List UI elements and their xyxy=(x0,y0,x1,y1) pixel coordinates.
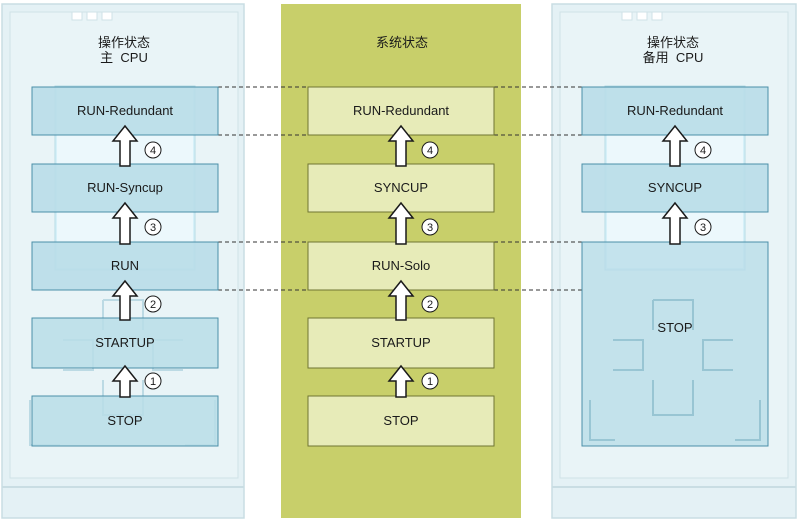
step-number: 1 xyxy=(150,376,156,388)
state-label: RUN-Syncup xyxy=(87,180,163,195)
primary-state-run-redundant: RUN-Redundant xyxy=(31,86,219,136)
backup-dpad-icon xyxy=(589,299,761,441)
step-marker-4: 4 xyxy=(144,141,162,159)
step-number: 4 xyxy=(427,145,433,157)
step-marker-1: 1 xyxy=(421,372,439,390)
dashed-connectors xyxy=(218,86,582,291)
step-marker-3: 3 xyxy=(694,218,712,236)
state-label: SYNCUP xyxy=(648,180,702,195)
step-number: 4 xyxy=(150,145,156,157)
step-marker-3: 3 xyxy=(421,218,439,236)
state-label: RUN-Redundant xyxy=(353,103,449,118)
state-label: RUN xyxy=(111,258,139,273)
step-number: 1 xyxy=(427,376,433,388)
step-marker-3: 3 xyxy=(144,218,162,236)
up-arrow-icon xyxy=(661,124,689,167)
up-arrow-icon xyxy=(387,279,415,321)
up-arrow-icon xyxy=(111,279,139,321)
up-arrow-icon xyxy=(387,124,415,167)
primary-cpu-subtitle: 主 CPU xyxy=(100,50,148,65)
state-label: SYNCUP xyxy=(374,180,428,195)
primary-state-stop: STOP xyxy=(31,395,219,447)
state-label: STOP xyxy=(107,413,142,428)
state-label: STARTUP xyxy=(95,335,154,350)
up-arrow-icon xyxy=(111,124,139,167)
step-number: 2 xyxy=(427,299,433,311)
up-arrow-icon xyxy=(111,201,139,245)
up-arrow-icon xyxy=(661,201,689,245)
backup-cpu-title: 操作状态 xyxy=(647,35,699,50)
backup-cpu-subtitle: 备用 CPU xyxy=(643,50,704,65)
backup-state-stop: STOP xyxy=(581,241,769,447)
up-arrow-icon xyxy=(387,364,415,398)
step-number: 3 xyxy=(700,222,706,234)
step-marker-4: 4 xyxy=(421,141,439,159)
step-number: 3 xyxy=(427,222,433,234)
step-number: 4 xyxy=(700,145,706,157)
state-label: STOP xyxy=(383,413,418,428)
up-arrow-icon xyxy=(111,364,139,398)
state-label: STARTUP xyxy=(371,335,430,350)
state-label: RUN-Redundant xyxy=(627,103,723,118)
step-marker-1: 1 xyxy=(144,372,162,390)
state-label: RUN-Solo xyxy=(372,258,431,273)
primary-state-startup: STARTUP xyxy=(31,317,219,369)
step-marker-2: 2 xyxy=(144,295,162,313)
state-label: STOP xyxy=(657,320,692,335)
transition-arrows xyxy=(111,124,689,398)
state-label: RUN-Redundant xyxy=(77,103,173,118)
step-number: 2 xyxy=(150,299,156,311)
primary-cpu-title: 操作状态 xyxy=(98,35,150,50)
up-arrow-icon xyxy=(387,201,415,245)
system-state-title: 系统状态 xyxy=(376,35,428,50)
step-number: 3 xyxy=(150,222,156,234)
step-marker-4: 4 xyxy=(694,141,712,159)
system-state-startup: STARTUP xyxy=(307,317,495,369)
step-markers: 1 2 3 4 1 2 3 4 xyxy=(144,141,712,390)
step-marker-2: 2 xyxy=(421,295,439,313)
system-state-stop: STOP xyxy=(307,395,495,447)
